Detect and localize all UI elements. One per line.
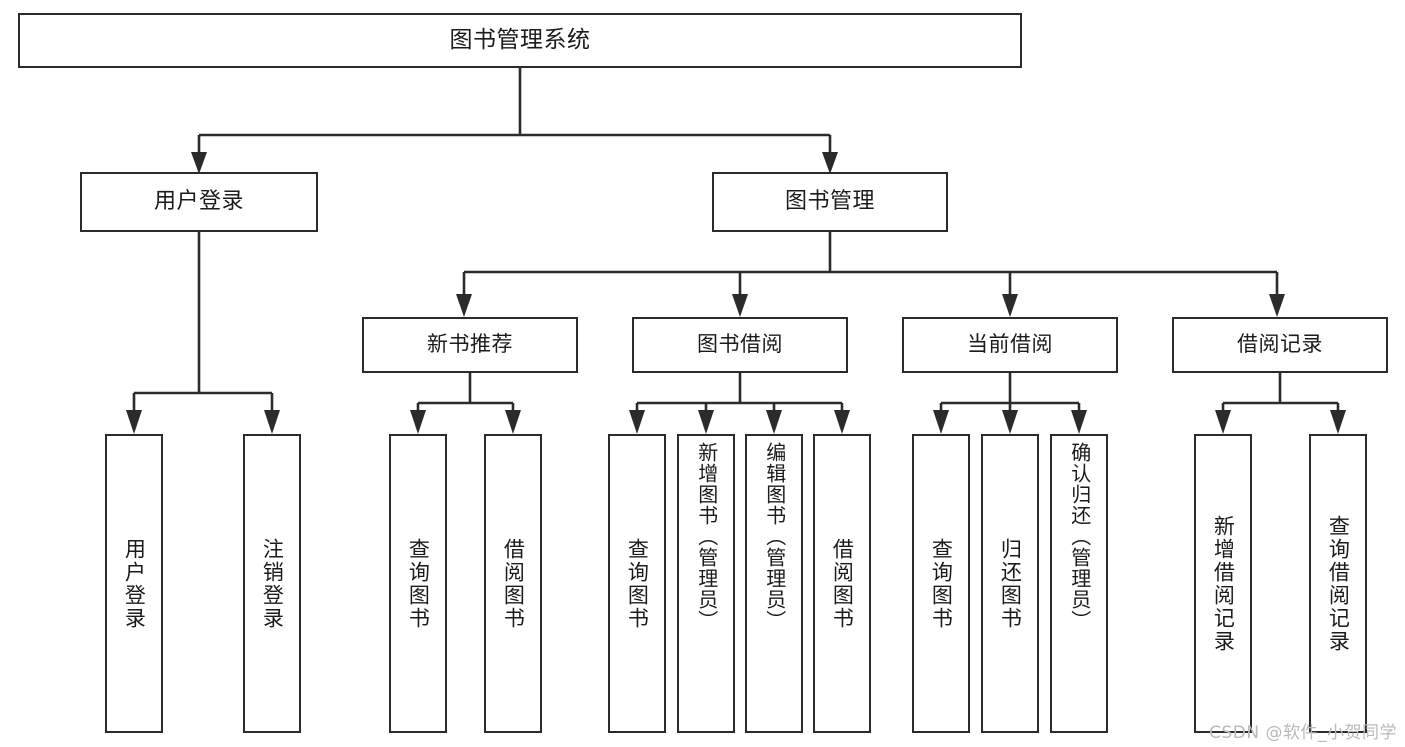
node-new-book-recommend-label: 新书推荐 bbox=[427, 332, 513, 357]
node-book-borrow-label: 图书借阅 bbox=[697, 332, 783, 357]
arrow-borrow-record bbox=[1269, 294, 1285, 317]
node-book-management[interactable]: 图书管理 bbox=[712, 172, 948, 232]
node-leaf-logout-login[interactable]: 注销登录 bbox=[243, 434, 301, 733]
node-leaf-add-book[interactable]: 新增图书（管理员） bbox=[677, 434, 735, 733]
node-user-login[interactable]: 用户登录 bbox=[80, 172, 318, 232]
node-root-system-label: 图书管理系统 bbox=[449, 27, 591, 54]
arrow-query-record bbox=[1330, 410, 1346, 434]
node-leaf-query-book-3-label: 查询图书 bbox=[929, 537, 954, 630]
node-leaf-query-book-3[interactable]: 查询图书 bbox=[912, 434, 970, 733]
node-book-management-label: 图书管理 bbox=[784, 188, 875, 214]
node-leaf-logout-login-label: 注销登录 bbox=[260, 537, 285, 630]
node-root-system[interactable]: 图书管理系统 bbox=[18, 13, 1022, 68]
node-leaf-query-book-1-label: 查询图书 bbox=[406, 537, 431, 630]
arrow-query-book-3 bbox=[933, 410, 949, 434]
arrow-add-record bbox=[1215, 410, 1231, 434]
node-leaf-confirm-return-label: 确认归还（管理员） bbox=[1067, 442, 1092, 631]
node-book-borrow[interactable]: 图书借阅 bbox=[632, 317, 848, 373]
node-borrow-record-label: 借阅记录 bbox=[1237, 332, 1323, 357]
arrow-edit-book bbox=[766, 410, 782, 434]
arrow-new-book-recommend bbox=[456, 294, 472, 317]
arrow-borrow-book-1 bbox=[505, 410, 521, 434]
arrow-user-login bbox=[191, 152, 207, 174]
arrow-query-book-1 bbox=[410, 410, 426, 434]
node-leaf-borrow-book-2-label: 借阅图书 bbox=[830, 537, 855, 630]
node-leaf-confirm-return[interactable]: 确认归还（管理员） bbox=[1050, 434, 1108, 733]
node-leaf-query-book-2[interactable]: 查询图书 bbox=[608, 434, 666, 733]
arrow-add-book bbox=[698, 410, 714, 434]
node-leaf-query-record-label: 查询借阅记录 bbox=[1326, 514, 1351, 653]
node-leaf-edit-book-label: 编辑图书（管理员） bbox=[762, 442, 787, 631]
arrow-current-borrow bbox=[1002, 294, 1018, 317]
arrow-book-borrow bbox=[732, 294, 748, 317]
node-leaf-borrow-book-1[interactable]: 借阅图书 bbox=[484, 434, 542, 733]
node-leaf-user-login[interactable]: 用户登录 bbox=[105, 434, 163, 733]
node-leaf-user-login-label: 用户登录 bbox=[122, 537, 147, 630]
arrow-leaf-user-login bbox=[126, 410, 142, 434]
arrow-confirm-return bbox=[1071, 410, 1087, 434]
arrow-book-management bbox=[822, 152, 838, 174]
arrow-borrow-book-2 bbox=[834, 410, 850, 434]
node-leaf-query-book-1[interactable]: 查询图书 bbox=[389, 434, 447, 733]
node-leaf-add-record[interactable]: 新增借阅记录 bbox=[1194, 434, 1252, 733]
node-leaf-return-book-label: 归还图书 bbox=[998, 537, 1023, 630]
node-leaf-query-book-2-label: 查询图书 bbox=[625, 537, 650, 630]
node-current-borrow-label: 当前借阅 bbox=[967, 332, 1053, 357]
node-leaf-add-record-label: 新增借阅记录 bbox=[1211, 514, 1236, 653]
node-leaf-add-book-label: 新增图书（管理员） bbox=[694, 442, 719, 631]
node-leaf-return-book[interactable]: 归还图书 bbox=[981, 434, 1039, 733]
node-new-book-recommend[interactable]: 新书推荐 bbox=[362, 317, 578, 373]
node-current-borrow[interactable]: 当前借阅 bbox=[902, 317, 1118, 373]
node-leaf-borrow-book-2[interactable]: 借阅图书 bbox=[813, 434, 871, 733]
node-leaf-query-record[interactable]: 查询借阅记录 bbox=[1309, 434, 1367, 733]
node-user-login-label: 用户登录 bbox=[153, 188, 244, 214]
node-leaf-edit-book[interactable]: 编辑图书（管理员） bbox=[745, 434, 803, 733]
node-leaf-borrow-book-1-label: 借阅图书 bbox=[501, 537, 526, 630]
arrow-return-book bbox=[1002, 410, 1018, 434]
csdn-watermark: CSDN @软件_小贺同学 bbox=[1209, 723, 1397, 743]
arrow-query-book-2 bbox=[629, 410, 645, 434]
node-borrow-record[interactable]: 借阅记录 bbox=[1172, 317, 1388, 373]
arrow-leaf-logout bbox=[264, 410, 280, 434]
